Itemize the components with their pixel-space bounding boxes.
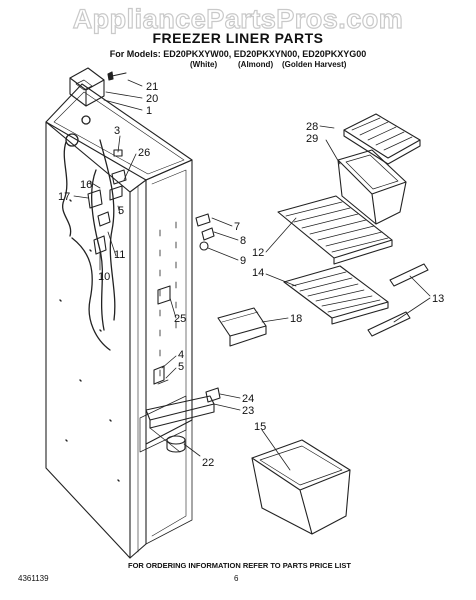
ice-tray	[343, 113, 421, 165]
callout-13: 13	[432, 293, 444, 305]
watermark-text: AppliancePartsPros.com	[73, 4, 404, 34]
colour-almond: (Almond)	[238, 60, 274, 69]
page-title: FREEZER LINER PARTS	[152, 30, 324, 46]
document-number: 4361139	[18, 574, 49, 583]
shelf-clips	[195, 213, 215, 251]
callout-29: 29	[306, 133, 318, 145]
wiring-harness	[62, 115, 116, 351]
callout-3: 3	[114, 125, 120, 137]
callout-14: 14	[252, 267, 264, 279]
callout-labels: 21 20 1 3 26 16 17 5 11 10 25 4 5 28 29 …	[58, 81, 444, 469]
top-bracket	[69, 67, 105, 107]
callout-18: 18	[290, 313, 302, 325]
callout-12: 12	[252, 247, 264, 259]
ice-bucket	[337, 149, 407, 225]
watermark: AppliancePartsPros.com	[0, 0, 476, 40]
callout-5-upper: 5	[118, 205, 124, 217]
callout-8: 8	[240, 235, 246, 247]
callout-15: 15	[254, 421, 266, 433]
callout-26: 26	[138, 147, 150, 159]
models-line: For Models: ED20PKXYW00, ED20PKXYN00, ED…	[109, 49, 367, 59]
colour-golden-harvest: (Golden Harvest)	[282, 60, 347, 69]
callout-25: 25	[174, 313, 186, 325]
callout-7: 7	[234, 221, 240, 233]
side-components	[87, 149, 171, 385]
callout-10: 10	[98, 271, 110, 283]
page-number: 6	[234, 574, 239, 583]
callout-23: 23	[242, 405, 254, 417]
callout-16: 16	[80, 179, 92, 191]
freezer-liner	[45, 83, 193, 559]
callout-4: 4	[178, 349, 184, 361]
screw-21	[107, 71, 127, 81]
wire-shelf-14	[283, 265, 389, 325]
ordering-note: FOR ORDERING INFORMATION REFER TO PARTS …	[128, 561, 351, 570]
leader-lines	[73, 79, 431, 471]
callout-1: 1	[146, 105, 152, 117]
callout-17: 17	[58, 191, 70, 203]
shelf-supports	[367, 263, 429, 337]
callout-20: 20	[146, 93, 158, 105]
foot-22	[166, 435, 186, 453]
wire-shelf-12	[277, 195, 393, 265]
callout-24: 24	[242, 393, 254, 405]
shelf-bracket-18	[217, 307, 267, 347]
colour-white: (White)	[190, 60, 218, 69]
callout-22: 22	[202, 457, 214, 469]
callout-28: 28	[306, 121, 318, 133]
callout-5-lower: 5	[178, 361, 184, 373]
freezer-basket	[251, 439, 351, 535]
callout-11: 11	[114, 249, 125, 261]
callout-21: 21	[146, 81, 158, 93]
callout-9: 9	[240, 255, 246, 267]
